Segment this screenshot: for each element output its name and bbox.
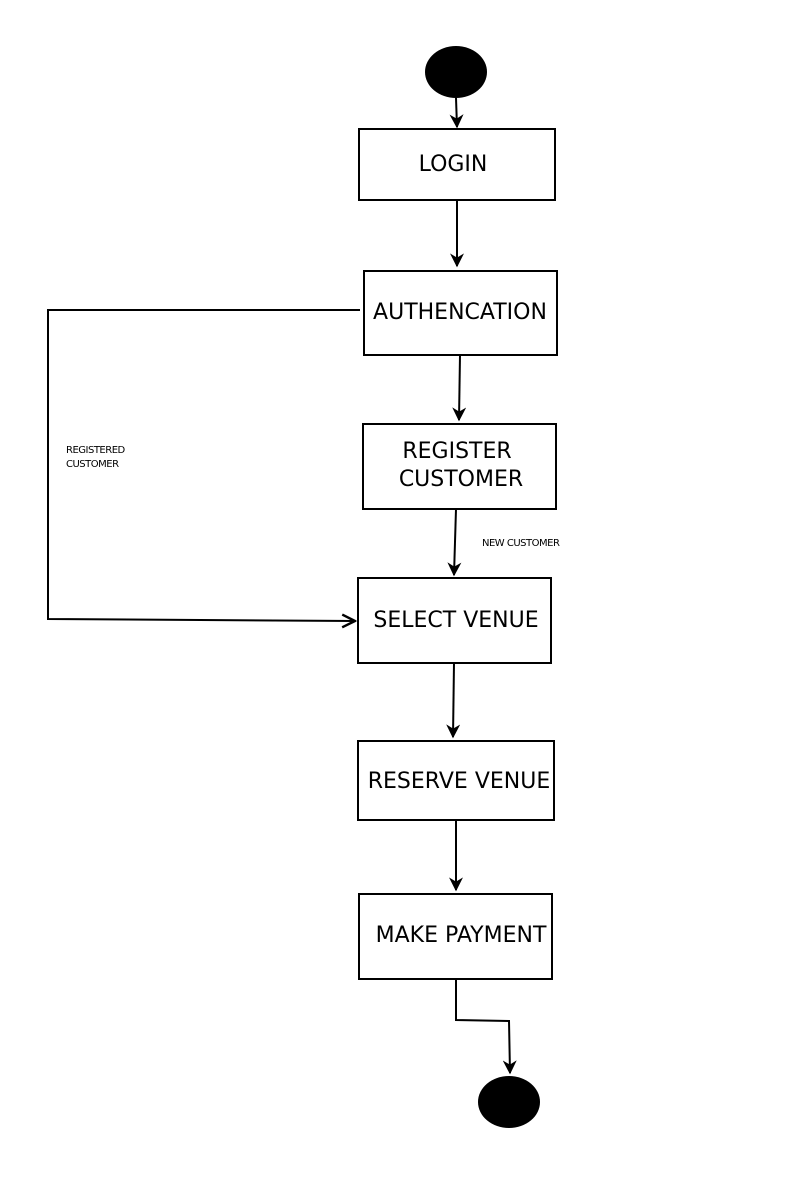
edge-label-new-customer: NEW CUSTOMER: [482, 538, 560, 549]
edge-register-to-select: [447, 508, 462, 577]
node-reserve: RESERVE VENUE: [357, 740, 555, 821]
end-node: [478, 1076, 540, 1128]
start-node: [425, 46, 487, 98]
edge-select-to-reserve: [446, 662, 461, 739]
node-register-label-line1: REGISTER: [402, 439, 511, 464]
node-select-label: SELECT VENUE: [373, 608, 538, 633]
node-authentication-box: [363, 270, 558, 356]
node-select-box: [357, 577, 552, 664]
node-login: LOGIN: [358, 128, 556, 201]
node-login-label: LOGIN: [419, 152, 488, 177]
node-authentication-label: AUTHENCATION: [373, 300, 547, 325]
edge-authentication-to-register: [452, 354, 467, 422]
edge-start-to-login: [449, 97, 464, 129]
node-payment: MAKE PAYMENT: [358, 893, 553, 980]
node-register: REGISTER CUSTOMER: [362, 423, 557, 510]
edge-label-registered-line1: REGISTERED: [66, 445, 126, 456]
edge-label-registered-line2: CUSTOMER: [66, 459, 119, 470]
node-reserve-box: [357, 740, 555, 821]
edge-authentication-to-select: [47, 309, 360, 621]
node-authentication: AUTHENCATION: [363, 270, 558, 356]
node-reserve-label: RESERVE VENUE: [368, 769, 551, 794]
node-select: SELECT VENUE: [357, 577, 552, 664]
node-register-box: [362, 423, 557, 510]
node-register-label-line2: CUSTOMER: [399, 467, 523, 492]
node-login-box: [358, 128, 556, 201]
node-payment-label: MAKE PAYMENT: [376, 923, 547, 948]
edge-payment-to-end: [455, 979, 517, 1075]
